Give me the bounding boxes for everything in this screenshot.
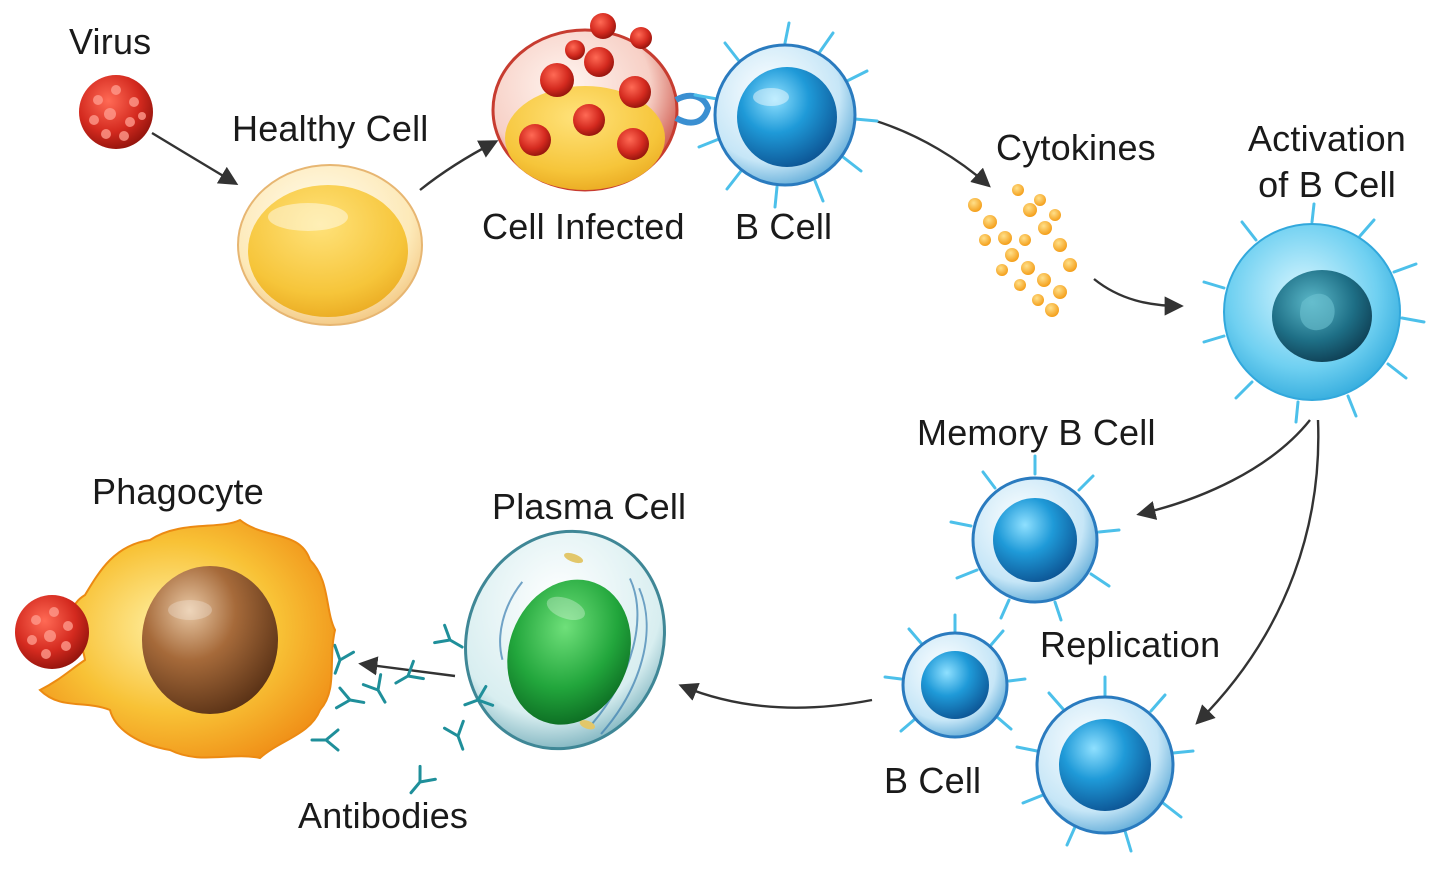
label-activation-line2: of B Cell xyxy=(1258,164,1396,205)
label-b-cell-bottom: B Cell xyxy=(884,760,982,801)
antibody-icon xyxy=(442,719,465,751)
arrow-healthy-to-infected xyxy=(419,140,499,191)
receptor-link xyxy=(674,92,712,126)
arrow-virus-to-healthy xyxy=(151,131,239,185)
label-cell-infected: Cell Infected xyxy=(482,206,685,247)
antibody-icon xyxy=(310,728,340,752)
label-memory-b-cell: Memory B Cell xyxy=(917,412,1156,453)
label-phagocyte: Phagocyte xyxy=(92,471,264,512)
antibody-icon xyxy=(334,686,366,710)
engulfed-virus-icon xyxy=(15,595,89,669)
label-activation-line1: Activation xyxy=(1247,118,1407,159)
plasma-cell-icon xyxy=(464,529,666,751)
activated-b-cell-icon xyxy=(1202,202,1426,424)
label-b-cell-top: B Cell xyxy=(735,206,833,247)
antibody-icon xyxy=(361,673,387,704)
antibody-icons xyxy=(310,623,495,795)
phagocyte-icon xyxy=(38,518,337,760)
b-cell-bottom-icon xyxy=(883,613,1027,739)
virus-icon xyxy=(79,75,153,149)
antibody-icon xyxy=(433,623,464,649)
label-virus: Virus xyxy=(69,21,152,62)
arrow-activation-to-memory xyxy=(1136,419,1311,520)
label-cytokines: Cytokines xyxy=(996,127,1156,168)
antibody-icon xyxy=(463,684,495,707)
label-healthy-cell: Healthy Cell xyxy=(232,108,429,149)
arrow-cytokines-to-activation xyxy=(1093,278,1184,316)
healthy-cell-icon xyxy=(237,164,423,326)
antibody-icon xyxy=(333,643,356,675)
antibody-icon xyxy=(394,659,425,685)
flow-arrows xyxy=(151,119,1320,725)
memory-b-cell-icon xyxy=(949,454,1121,622)
antibody-icon xyxy=(409,764,437,795)
arrow-bcell-to-plasma xyxy=(678,682,873,709)
label-replication: Replication xyxy=(1040,624,1221,665)
label-antibodies: Antibodies xyxy=(298,795,469,836)
replicated-b-cell-icon xyxy=(1015,675,1195,853)
label-activation-of-b-cell: Activation of B Cell xyxy=(1232,116,1422,208)
label-plasma-cell: Plasma Cell xyxy=(492,486,687,527)
infected-cell-icon xyxy=(491,13,679,192)
cytokines-icon xyxy=(968,184,1077,317)
b-cell-icon xyxy=(693,21,879,209)
arrow-bcell-to-cytokines xyxy=(875,119,991,188)
arrow-activation-to-replication xyxy=(1195,419,1320,725)
